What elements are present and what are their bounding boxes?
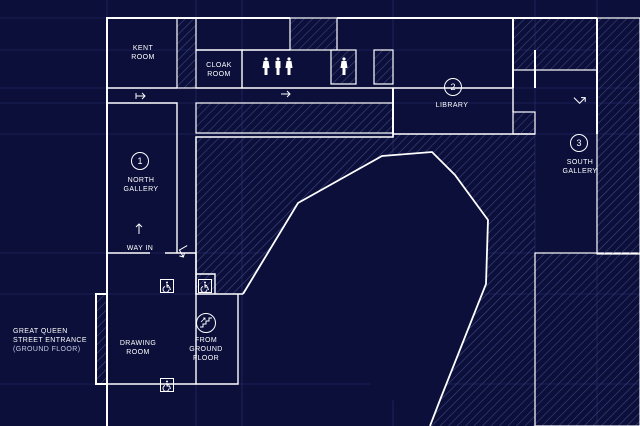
entrance-sub-label: (GROUND FLOOR)	[13, 346, 81, 353]
courtyard-edge	[242, 151, 489, 426]
from-ground-floor-label: FROM GROUND FLOOR	[189, 337, 223, 362]
toilets-icon	[262, 56, 294, 83]
room-number-library: 2	[444, 78, 462, 96]
kent-room-label: KENT ROOM	[131, 45, 155, 61]
south-gallery-label: SOUTH GALLERY	[562, 159, 598, 175]
north-gallery-label: NORTH GALLERY	[123, 177, 159, 193]
cloak-room-label: CLOAK ROOM	[206, 62, 232, 78]
room-number-south-gallery: 3	[570, 134, 588, 152]
courtyard-area	[196, 134, 535, 426]
direction-arrow-icon	[135, 90, 586, 258]
wheelchair-icon	[160, 279, 174, 298]
female-toilet-icon	[339, 56, 349, 83]
outer-walls	[95, 17, 598, 426]
wheelchair-icon	[160, 378, 174, 397]
wheelchair-icon	[198, 279, 212, 298]
internal-walls	[107, 49, 514, 385]
service-blocks	[95, 17, 640, 426]
library-label: LIBRARY	[435, 102, 469, 109]
stairs-icon	[196, 313, 216, 338]
way-in-label: WAY IN	[126, 245, 154, 252]
room-number-north-gallery: 1	[131, 152, 149, 170]
drawing-room-label: DRAWING ROOM	[119, 340, 157, 356]
entrance-label: GREAT QUEEN STREET ENTRANCE (GROUND FLOO…	[13, 327, 95, 354]
